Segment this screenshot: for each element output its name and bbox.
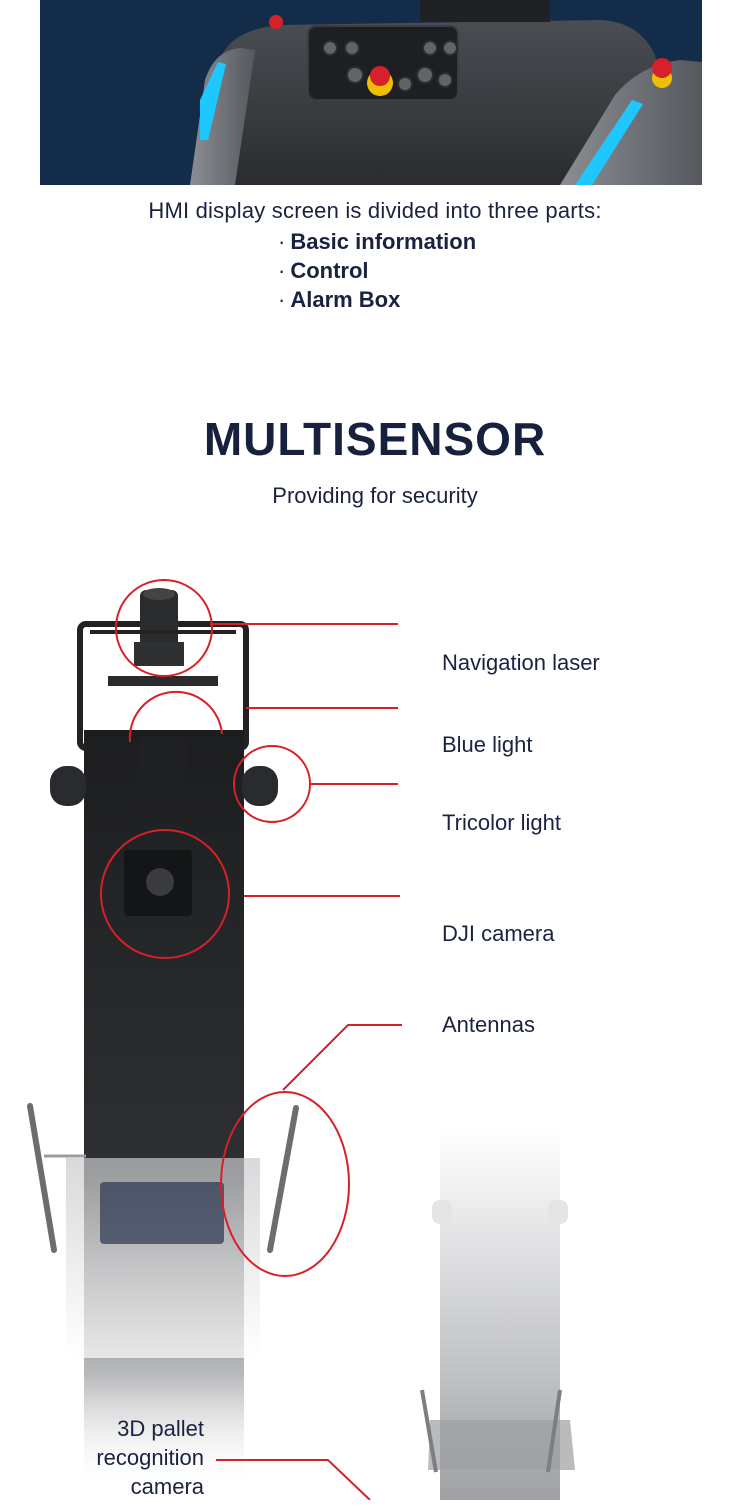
- section-subtitle: Providing for security: [272, 483, 478, 508]
- hmi-part-item: ·Alarm Box: [278, 287, 401, 312]
- robot-control-panel-photo: [40, 0, 702, 185]
- callout-antennas: Antennas: [442, 1012, 535, 1037]
- callout-tricolor-light: Tricolor light: [442, 810, 561, 835]
- callout-3d-pallet-camera: 3D pallet recognition camera: [96, 1416, 204, 1499]
- multisensor-diagram: Navigation laser Blue light Tricolor lig…: [0, 560, 750, 1505]
- callout-navigation-laser: Navigation laser: [442, 650, 600, 675]
- robot-column-illustration: [27, 579, 575, 1505]
- hmi-part-item: ·Control: [278, 258, 369, 283]
- section-title: MULTISENSOR: [203, 413, 547, 465]
- callout-dji-camera: DJI camera: [442, 921, 555, 946]
- robot-illustration: [40, 0, 702, 185]
- callout-blue-light: Blue light: [442, 732, 533, 757]
- hmi-part-item: ·Basic information: [278, 229, 477, 254]
- hmi-parts-list: ·Basic information ·Control ·Alarm Box: [278, 227, 476, 314]
- emergency-stop-icon: [370, 66, 390, 86]
- hmi-intro-text: HMI display screen is divided into three…: [148, 198, 602, 223]
